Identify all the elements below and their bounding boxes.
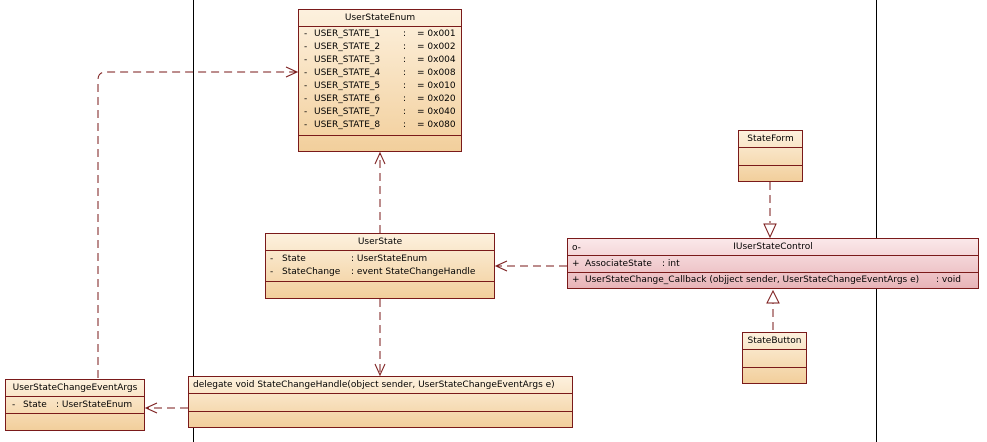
- arrowhead-userstate-to-delegate: [374, 363, 386, 377]
- triangle-statebutton: [766, 289, 780, 304]
- attribute-row: -USER_STATE_3:= 0x004: [304, 55, 456, 65]
- operation-row: +UserStateChange_Callback (objject sende…: [572, 275, 961, 285]
- attributes-section: -USER_STATE_1:= 0x001 -USER_STATE_2:= 0x…: [299, 27, 461, 136]
- class-title: delegate void StateChangeHandle(object s…: [189, 377, 572, 394]
- class-title: UserState: [266, 234, 494, 251]
- class-state-change-handle-delegate[interactable]: delegate void StateChangeHandle(object s…: [188, 376, 573, 428]
- operations-section: [743, 368, 806, 385]
- attributes-section: +AssociateState: int: [568, 256, 978, 273]
- arrowhead-eventargs-to-enum: [285, 66, 299, 78]
- attribute-row: -USER_STATE_5:= 0x010: [304, 81, 456, 91]
- attribute-row: -StateChange: event StateChangeHandle: [270, 267, 476, 277]
- class-user-state[interactable]: UserState -State: UserStateEnum -StateCh…: [265, 233, 495, 299]
- class-title: UserStateEnum: [299, 10, 461, 27]
- swimlane-divider-left: [193, 0, 194, 442]
- operations-section: [189, 412, 572, 429]
- attributes-section: -State: UserStateEnum -StateChange: even…: [266, 251, 494, 282]
- attributes-section: -State: UserStateEnum: [6, 397, 144, 414]
- attribute-row: -State: UserStateEnum: [12, 400, 133, 410]
- interface-icon: o-: [572, 243, 581, 253]
- operations-section: [6, 414, 144, 431]
- swimlane-divider-right: [876, 0, 877, 442]
- class-title: StateButton: [743, 333, 806, 350]
- attribute-row: -USER_STATE_6:= 0x020: [304, 94, 456, 104]
- class-title: UserStateChangeEventArgs: [6, 380, 144, 397]
- attribute-row: -USER_STATE_4:= 0x008: [304, 68, 456, 78]
- class-state-form[interactable]: StateForm: [738, 130, 803, 182]
- attribute-row: -USER_STATE_8:= 0x080: [304, 120, 456, 130]
- operations-section: [299, 136, 461, 153]
- operations-section: [739, 166, 802, 183]
- arrowhead-userstate-to-enum: [374, 151, 386, 165]
- attribute-row: -USER_STATE_1:= 0x001: [304, 29, 456, 39]
- attribute-row: -USER_STATE_2:= 0x002: [304, 42, 456, 52]
- triangle-stateform: [763, 223, 777, 239]
- arrowhead-delegate-to-eventargs: [144, 402, 158, 414]
- attributes-section: [189, 394, 572, 412]
- operations-section: [266, 282, 494, 299]
- class-user-state-change-event-args[interactable]: UserStateChangeEventArgs -State: UserSta…: [5, 379, 145, 431]
- attribute-row: +AssociateState: int: [572, 259, 680, 269]
- operations-section: +UserStateChange_Callback (objject sende…: [568, 273, 978, 289]
- arrowhead-interface-to-userstate: [494, 260, 508, 272]
- attributes-section: [739, 148, 802, 166]
- class-title: o- IUserStateControl: [568, 239, 978, 256]
- class-title: StateForm: [739, 131, 802, 148]
- attribute-row: -State: UserStateEnum: [270, 254, 428, 264]
- dependency-eventargs-to-enum: [97, 71, 297, 378]
- attributes-section: [743, 350, 806, 368]
- class-user-state-enum[interactable]: UserStateEnum -USER_STATE_1:= 0x001 -USE…: [298, 9, 462, 152]
- interface-iuser-state-control[interactable]: o- IUserStateControl +AssociateState: in…: [567, 238, 979, 289]
- class-state-button[interactable]: StateButton: [742, 332, 807, 384]
- attribute-row: -USER_STATE_7:= 0x040: [304, 107, 456, 117]
